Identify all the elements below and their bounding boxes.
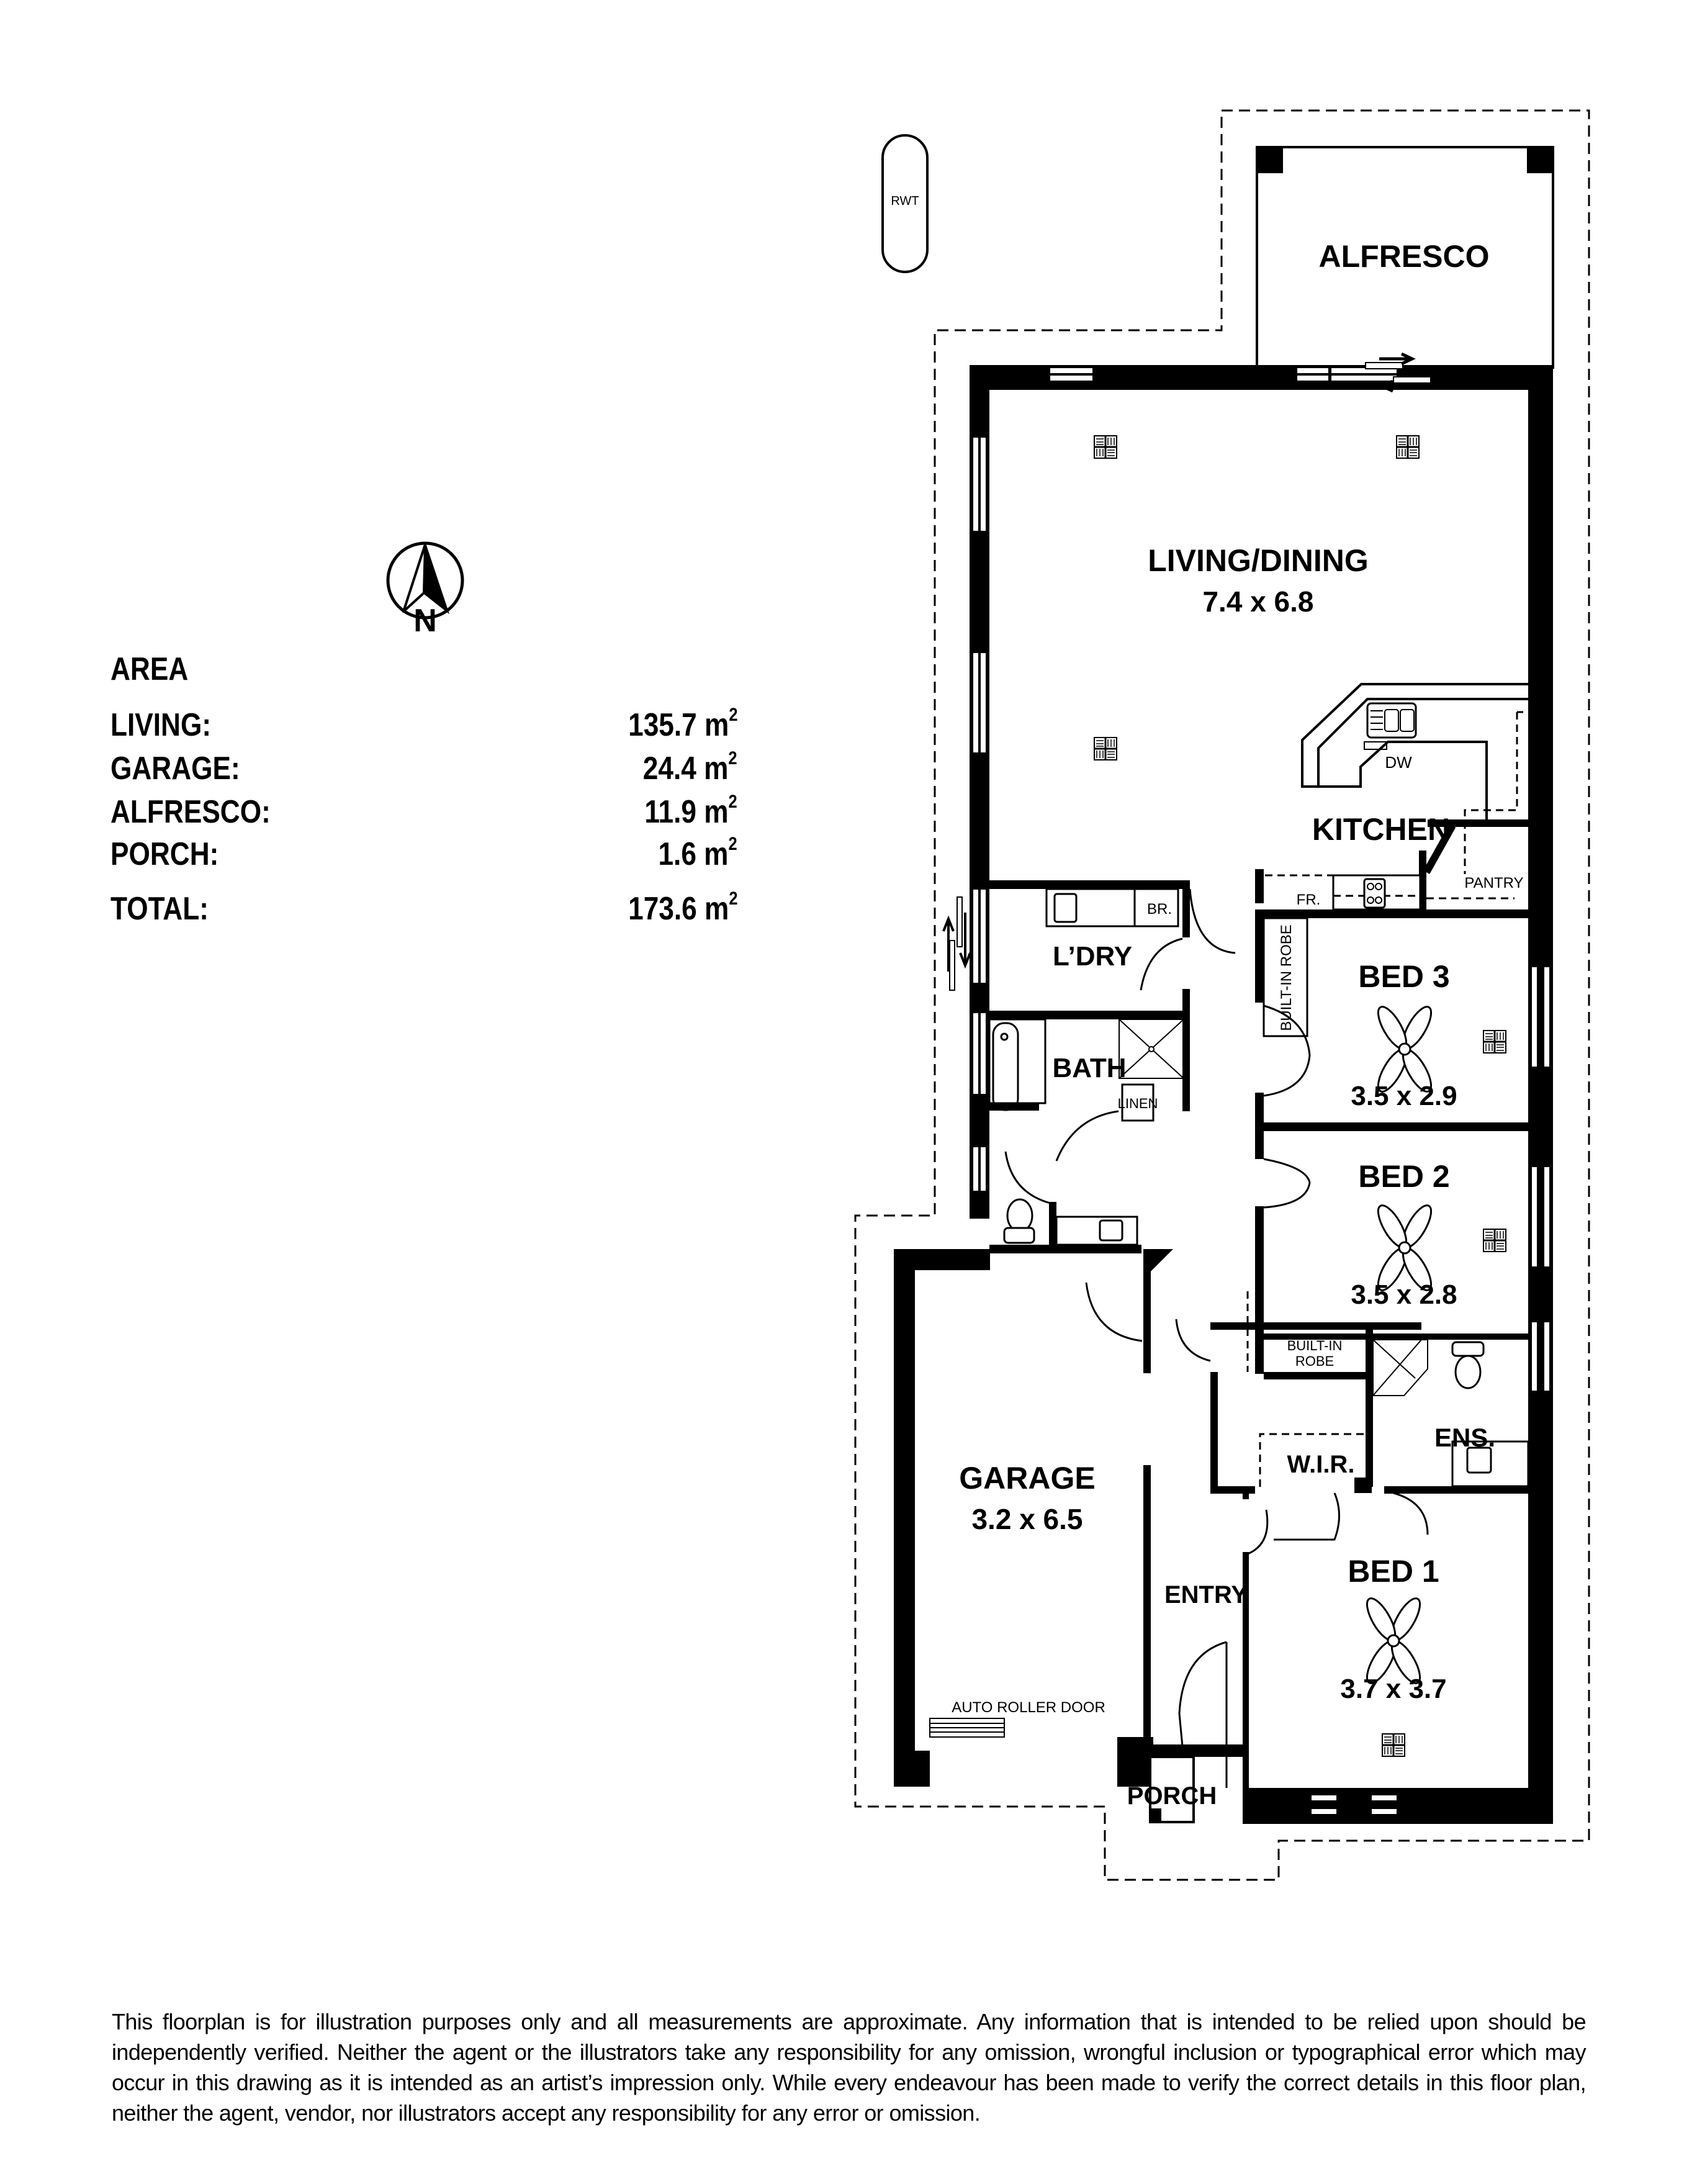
area-row-living: LIVING: 135.7 m2	[110, 706, 737, 744]
built-in-robe-bed3-label: BUILT-IN ROBE	[1278, 924, 1295, 1031]
north-arrow-icon	[386, 541, 464, 620]
area-value: 135.7 m2	[628, 705, 737, 744]
toilet-icon	[1003, 1198, 1035, 1244]
area-label: ALFRESCO:	[110, 794, 271, 830]
area-total-label: TOTAL:	[110, 891, 209, 927]
sink-icon	[1366, 702, 1417, 739]
dishwasher-outline	[1364, 741, 1387, 750]
kitchen-bench	[1301, 683, 1536, 874]
windows	[973, 368, 1549, 1814]
dishwasher-label: DW	[1385, 753, 1412, 772]
area-row-garage: GARAGE: 24.4 m2	[110, 748, 737, 787]
light-icon	[1093, 736, 1118, 761]
room-label-ensuite: ENS.	[1434, 1423, 1495, 1452]
room-label-bath: BATH	[1053, 1053, 1127, 1083]
roller-door-icon	[929, 1718, 1005, 1738]
room-size-garage: 3.2 x 6.5	[971, 1503, 1083, 1535]
porch-outline	[1149, 1744, 1243, 1823]
broom-label: BR.	[1147, 901, 1172, 918]
alfresco-outline	[1256, 146, 1554, 369]
area-value: 11.9 m2	[644, 792, 737, 831]
room-label-porch: PORCH	[1127, 1782, 1217, 1810]
disclaimer-text: This floorplan is for illustration purpo…	[112, 2009, 1587, 2126]
area-total-value: 173.6 m2	[628, 888, 737, 927]
north-label: N	[413, 603, 437, 639]
built-in-robe-bed2-label-1: BUILT-IN	[1287, 1338, 1343, 1353]
laundry-bench	[1045, 888, 1179, 927]
sliding-door-icon	[1365, 352, 1431, 393]
site-boundary	[854, 109, 1590, 1881]
pantry-wall	[1423, 824, 1456, 874]
rwt-label: RWT	[891, 194, 919, 208]
area-value: 1.6 m2	[658, 834, 737, 873]
wir-shelf	[1259, 1433, 1366, 1487]
room-label-bed3: BED 3	[1358, 959, 1449, 994]
area-label: PORCH:	[110, 836, 219, 872]
area-row-total: TOTAL: 173.6 m2	[110, 890, 737, 927]
light-icon	[1482, 1029, 1507, 1054]
area-row-alfresco: ALFRESCO: 11.9 m2	[110, 793, 737, 831]
area-label: LIVING:	[110, 707, 212, 743]
rainwater-tank-icon	[881, 134, 929, 273]
linen-label: LINEN	[1118, 1096, 1158, 1111]
room-label-alfresco: ALFRESCO	[1319, 239, 1490, 274]
light-icon	[1482, 1228, 1507, 1253]
pantry-label: PANTRY	[1464, 875, 1523, 891]
vanity-icon	[1055, 1216, 1138, 1246]
ensuite-shower-icon	[1372, 1339, 1428, 1396]
room-size-bed2: 3.5 x 2.8	[1351, 1279, 1457, 1310]
area-heading: AREA	[110, 651, 189, 687]
room-size-bed1: 3.7 x 3.7	[1340, 1674, 1446, 1704]
room-label-kitchen: KITCHEN	[1312, 812, 1450, 847]
area-label: GARAGE:	[110, 751, 240, 787]
cooktop-icon	[1363, 878, 1386, 909]
room-size-living-dining: 7.4 x 6.8	[1202, 585, 1313, 618]
area-value: 24.4 m2	[643, 748, 737, 787]
room-label-garage: GARAGE	[959, 1461, 1095, 1496]
room-size-bed3: 3.5 x 2.9	[1351, 1081, 1457, 1111]
light-icon	[1395, 435, 1420, 459]
ensuite-vanity-icon	[1451, 1440, 1529, 1487]
room-label-laundry: L’DRY	[1053, 941, 1132, 972]
light-icon	[1381, 1733, 1406, 1758]
fridge-label: FR.	[1297, 891, 1321, 908]
built-in-robe-bed2-label-2: ROBE	[1295, 1353, 1334, 1369]
room-label-entry: ENTRY	[1164, 1581, 1248, 1609]
bed3-robe	[1263, 917, 1308, 1037]
light-icon	[1093, 435, 1118, 459]
roller-door-label: AUTO ROLLER DOOR	[952, 1699, 1105, 1716]
room-label-bed2: BED 2	[1358, 1159, 1449, 1194]
shower-icon	[1119, 1019, 1184, 1079]
room-label-living-dining: LIVING/DINING	[1148, 543, 1369, 578]
ensuite-toilet-icon	[1451, 1341, 1485, 1389]
laundry-sliding-door-icon	[942, 896, 971, 991]
area-row-porch: PORCH: 1.6 m2	[110, 834, 737, 873]
bathtub-icon	[988, 1018, 1047, 1111]
linen-cupboard	[1121, 1083, 1155, 1122]
interior-walls	[989, 819, 1528, 1813]
room-label-wir: W.I.R.	[1287, 1451, 1355, 1478]
room-label-bed1: BED 1	[1348, 1554, 1439, 1589]
